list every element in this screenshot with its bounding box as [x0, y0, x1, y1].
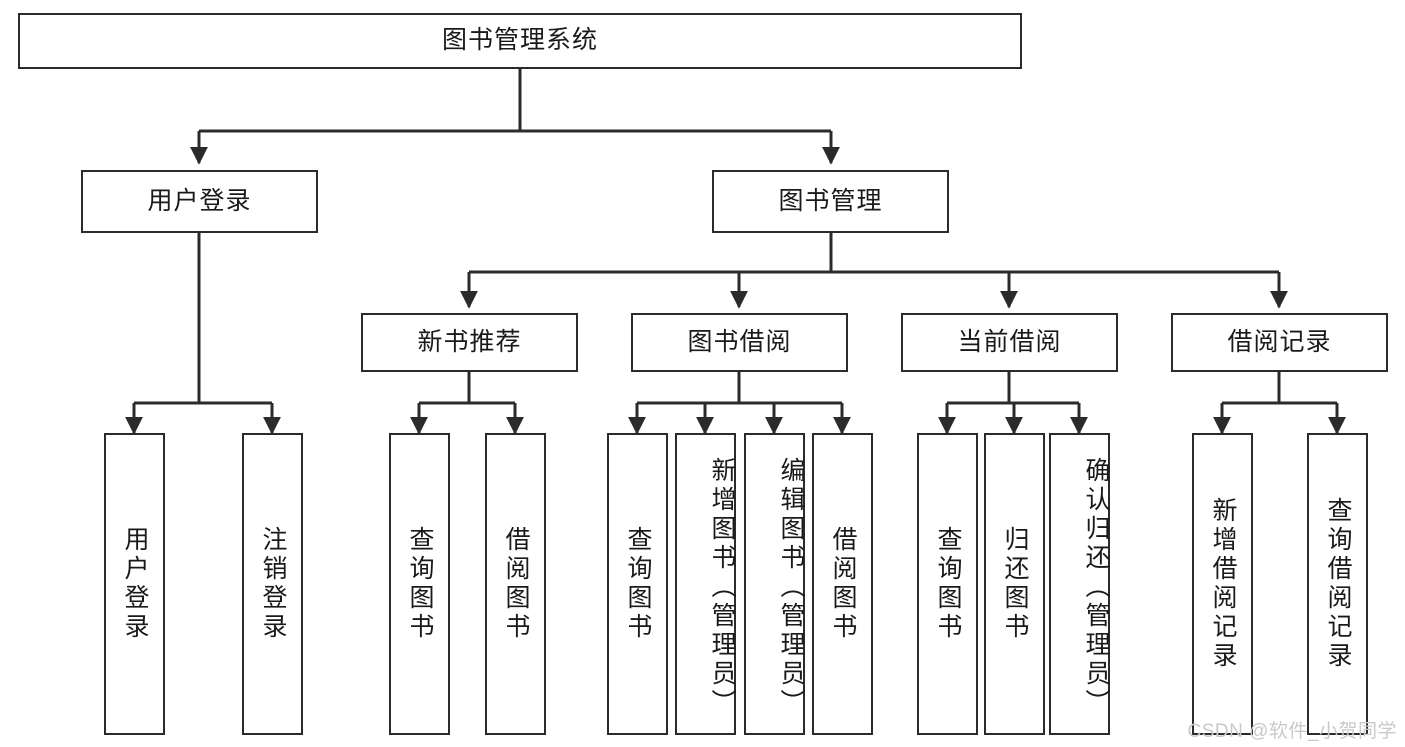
node-root[interactable]: 图书管理系统 [18, 13, 1022, 69]
csdn-watermark: CSDN @软件_小贺同学 [1187, 721, 1397, 742]
node-borrow-records-label: 借阅记录 [1227, 327, 1332, 356]
leaf-user-login-signout-label: 注销登录 [259, 526, 287, 642]
node-new-book-recommend-label: 新书推荐 [417, 327, 522, 356]
leaf-user-login-signout[interactable]: 注销登录 [242, 433, 303, 735]
leaf-borrow-records-add[interactable]: 新增借阅记录 [1192, 433, 1253, 735]
node-book-management[interactable]: 图书管理 [712, 170, 949, 233]
leaf-book-borrow-edit-label: 编辑图书（管理员） [777, 456, 805, 718]
leaf-borrow-records-add-label: 新增借阅记录 [1209, 497, 1237, 671]
leaf-new-books-borrow[interactable]: 借阅图书 [485, 433, 546, 735]
leaf-current-borrow-query[interactable]: 查询图书 [917, 433, 978, 735]
leaf-current-borrow-query-label: 查询图书 [934, 526, 962, 642]
node-current-borrow[interactable]: 当前借阅 [901, 313, 1118, 372]
leaf-current-borrow-confirm-label: 确认归还（管理员） [1082, 456, 1110, 718]
leaf-book-borrow-lend[interactable]: 借阅图书 [812, 433, 873, 735]
node-current-borrow-label: 当前借阅 [957, 327, 1062, 356]
node-user-login[interactable]: 用户登录 [81, 170, 318, 233]
leaf-current-borrow-return-label: 归还图书 [1001, 526, 1029, 642]
leaf-new-books-borrow-label: 借阅图书 [502, 526, 530, 642]
leaf-current-borrow-confirm[interactable]: 确认归还（管理员） [1049, 433, 1110, 735]
leaf-borrow-records-query-label: 查询借阅记录 [1324, 497, 1352, 671]
leaf-user-login-signin-label: 用户登录 [121, 526, 149, 642]
leaf-book-borrow-query[interactable]: 查询图书 [607, 433, 668, 735]
node-borrow-records[interactable]: 借阅记录 [1171, 313, 1388, 372]
node-root-label: 图书管理系统 [441, 26, 598, 55]
node-user-login-label: 用户登录 [147, 186, 252, 215]
node-book-borrow-label: 图书借阅 [687, 327, 792, 356]
node-new-book-recommend[interactable]: 新书推荐 [361, 313, 578, 372]
node-book-management-label: 图书管理 [778, 186, 883, 215]
node-book-borrow[interactable]: 图书借阅 [631, 313, 848, 372]
leaf-new-books-query-label: 查询图书 [406, 526, 434, 642]
leaf-book-borrow-query-label: 查询图书 [624, 526, 652, 642]
leaf-user-login-signin[interactable]: 用户登录 [104, 433, 165, 735]
leaf-borrow-records-query[interactable]: 查询借阅记录 [1307, 433, 1368, 735]
leaf-book-borrow-lend-label: 借阅图书 [829, 526, 857, 642]
leaf-new-books-query[interactable]: 查询图书 [389, 433, 450, 735]
leaf-book-borrow-edit[interactable]: 编辑图书（管理员） [744, 433, 805, 735]
leaf-book-borrow-add[interactable]: 新增图书（管理员） [675, 433, 736, 735]
leaf-current-borrow-return[interactable]: 归还图书 [984, 433, 1045, 735]
leaf-book-borrow-add-label: 新增图书（管理员） [708, 456, 736, 718]
